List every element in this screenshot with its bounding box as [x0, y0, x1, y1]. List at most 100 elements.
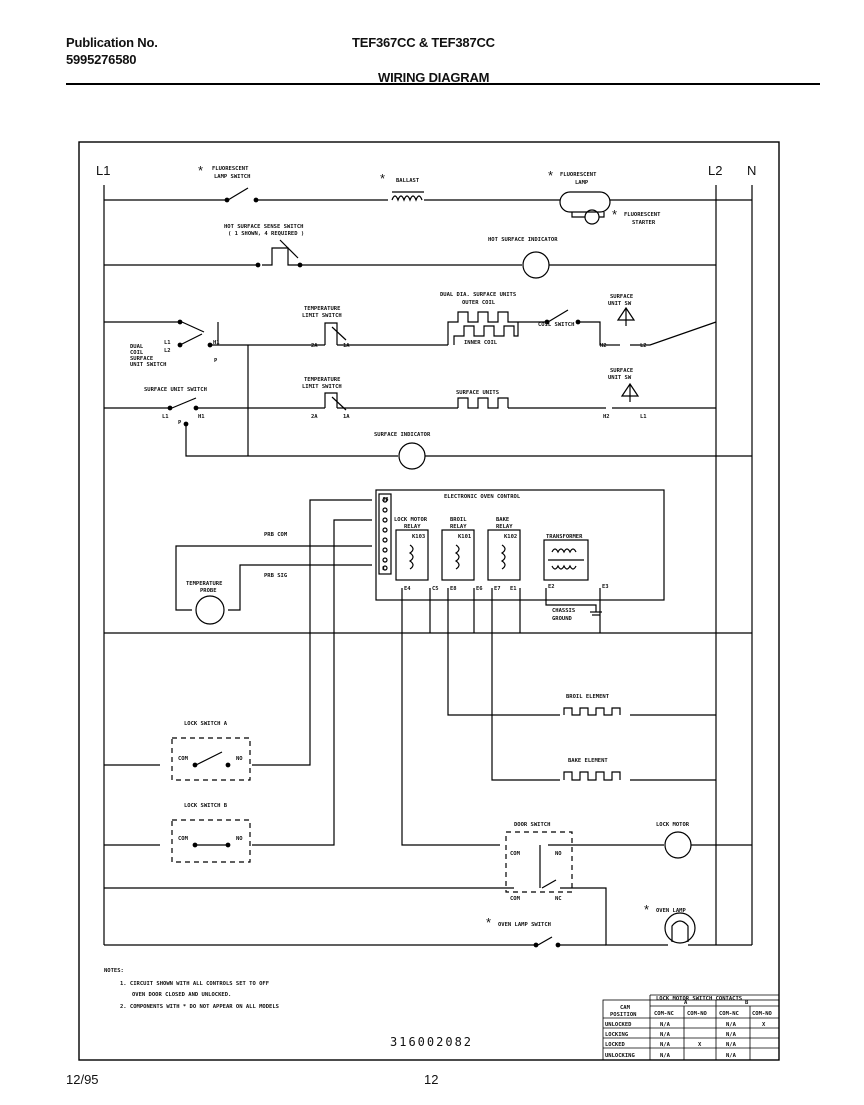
label: OVEN LAMP SWITCH [498, 922, 551, 928]
door-and-lamp-wiring [104, 831, 752, 948]
terminal: L1 [164, 340, 171, 346]
table-col-b: B [745, 1000, 749, 1006]
dual-coil-switch-l2 [179, 333, 203, 346]
oven-wiring [104, 588, 752, 846]
terminal: H1 [213, 340, 220, 346]
asterisk: * [380, 171, 385, 186]
terminal: 2A [311, 343, 318, 349]
oven-lamp-switch [537, 936, 553, 946]
terminal: E3 [602, 584, 609, 590]
fluorescent-lamp-circuit [104, 187, 752, 225]
label: DOOR SWITCH [514, 822, 550, 828]
label: DUAL DIA. SURFACE UNITS [440, 292, 516, 298]
label: LIMIT SWITCH [302, 313, 342, 319]
label: FLUORESCENT [624, 212, 661, 218]
temperature-probe [195, 595, 225, 625]
label: COM [510, 851, 521, 857]
terminal: P [178, 420, 182, 426]
label: BAKE [496, 517, 509, 523]
header-rule [66, 83, 820, 85]
note-1a: 1. CIRCUIT SHOWN WITH ALL CONTROLS SET T… [120, 981, 269, 987]
diagram-frame [78, 141, 780, 1061]
label: COM [510, 896, 521, 902]
terminal: C5 [432, 586, 439, 592]
table-cell: N/A [660, 1022, 671, 1028]
table-pos: UNLOCKED [605, 1022, 632, 1028]
label: TEMPERATURE [186, 581, 222, 587]
rail-label-l1: L1 [96, 163, 110, 178]
lock-table-grid [602, 994, 780, 1061]
label: PRB COM [264, 532, 288, 538]
label: FLUORESCENT [560, 172, 597, 178]
terminal: H2 [600, 343, 607, 349]
terminal: 1 [382, 566, 386, 572]
label: OUTER COIL [462, 300, 496, 306]
page-title: WIRING DIAGRAM [378, 70, 490, 85]
hot-surface-indicator [522, 251, 550, 279]
label: DUAL [130, 344, 144, 350]
label: SURFACE INDICATOR [374, 432, 431, 438]
terminal: E7 [494, 586, 501, 592]
probe-and-lock-wiring [104, 499, 372, 863]
lock-switch-a [171, 737, 251, 781]
label: COM [178, 756, 189, 762]
table-cell: N/A [660, 1042, 671, 1048]
asterisk: * [644, 902, 649, 917]
label: TEMPERATURE [304, 306, 340, 312]
terminal: E6 [476, 586, 483, 592]
terminal: 2A [311, 414, 318, 420]
hot-surface-sense-switch [262, 247, 300, 266]
table-head: COM-NO [752, 1011, 773, 1017]
lock-switch-b [171, 819, 251, 863]
inner-coil [453, 322, 519, 345]
label: BAKE ELEMENT [568, 758, 608, 764]
terminal: L1 [640, 414, 647, 420]
label: SURFACE UNITS [456, 390, 499, 396]
hot-surface-circuit [104, 239, 716, 279]
terminal: E8 [450, 586, 457, 592]
label: ELECTRONIC OVEN CONTROL [444, 494, 521, 500]
terminal: H2 [603, 414, 610, 420]
asterisk: * [486, 915, 491, 930]
label: RELAY [404, 524, 421, 530]
bake-element [563, 771, 621, 781]
rail-label-n: N [747, 163, 756, 178]
coil-switch [547, 309, 569, 323]
label: K102 [504, 534, 517, 540]
surface-unit-element [457, 397, 509, 409]
label: LOCK MOTOR [394, 517, 428, 523]
label: HOT SURFACE SENSE SWITCH [224, 224, 303, 230]
label: CHASSIS [552, 608, 575, 614]
asterisk: * [548, 168, 553, 183]
table-cell: N/A [726, 1053, 737, 1059]
publication-number: 5995276580 [66, 52, 137, 67]
terminal: 1A [343, 343, 350, 349]
table-cam-2: POSITION [610, 1012, 637, 1018]
label: UNIT SW [608, 301, 632, 307]
table-col-a: A [684, 1000, 688, 1006]
label: RELAY [496, 524, 513, 530]
terminal: L2 [164, 348, 171, 354]
label: NO [555, 851, 562, 857]
label: PRB SIG [264, 573, 288, 579]
surface-unit-sw-2 [620, 382, 640, 402]
lock-motor-relay [395, 529, 429, 581]
diagram-text: L1 L2 N * FLUORESCENT LAMP SWITCH * BALL… [96, 163, 773, 1059]
label: BALLAST [396, 178, 420, 184]
label: LAMP SWITCH [214, 174, 250, 180]
asterisk: * [198, 163, 203, 178]
label: LOCK SWITCH B [184, 803, 228, 809]
notes-heading: NOTES: [104, 968, 124, 974]
terminal: H1 [198, 414, 205, 420]
table-pos: UNLOCKING [605, 1053, 635, 1059]
model-numbers: TEF367CC & TEF387CC [352, 35, 495, 50]
label: UNIT SWITCH [130, 362, 166, 368]
table-head: COM-NC [654, 1011, 674, 1017]
label: K101 [458, 534, 472, 540]
broil-element [563, 707, 621, 716]
fluorescent-lamp [559, 191, 611, 213]
label: SURFACE UNIT SWITCH [144, 387, 207, 393]
label: RELAY [450, 524, 467, 530]
transformer [543, 539, 589, 581]
label: INNER COIL [464, 340, 498, 346]
